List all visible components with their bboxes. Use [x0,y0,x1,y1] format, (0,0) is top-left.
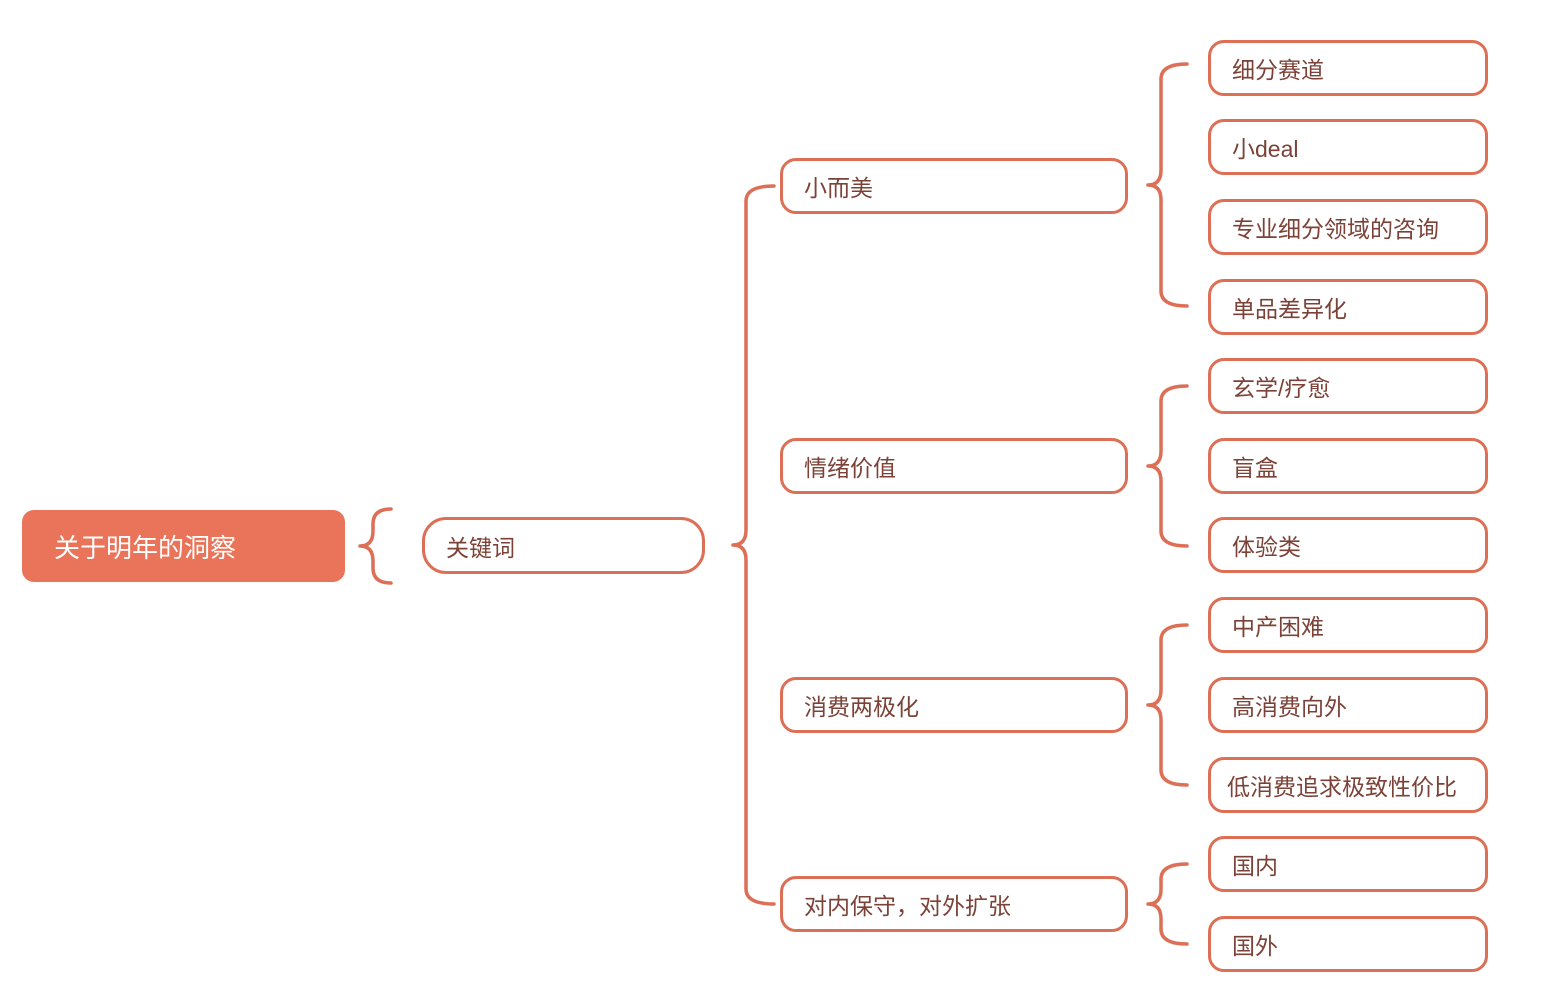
brace-connector-branch-1 [1146,62,1189,308]
leaf-node[interactable]: 细分赛道 [1208,40,1488,96]
leaf-node-label: 单品差异化 [1232,296,1347,322]
brace-connector-level1 [731,184,776,906]
leaf-node-label: 盲盒 [1232,455,1278,481]
leaf-node-label: 细分赛道 [1232,57,1324,83]
branch-node-label: 对内保守，对外扩张 [804,893,1011,919]
branch-node-label: 消费两极化 [804,694,919,720]
leaf-node[interactable]: 专业细分领域的咨询 [1208,199,1488,255]
branch-node-conservative-inside-expand-outside[interactable]: 对内保守，对外扩张 [780,876,1128,932]
brace-connector-branch-2 [1146,384,1189,548]
leaf-node-label: 高消费向外 [1232,694,1347,720]
leaf-node[interactable]: 国外 [1208,916,1488,972]
branch-node-label: 小而美 [804,175,873,201]
brace-connector-branch-4 [1146,862,1189,946]
leaf-node[interactable]: 单品差异化 [1208,279,1488,335]
leaf-node-label: 国外 [1232,933,1278,959]
branch-node-small-and-beautiful[interactable]: 小而美 [780,158,1128,214]
leaf-node[interactable]: 高消费向外 [1208,677,1488,733]
leaf-node[interactable]: 玄学/疗愈 [1208,358,1488,414]
leaf-node[interactable]: 小deal [1208,119,1488,175]
leaf-node-label: 专业细分领域的咨询 [1232,216,1439,242]
root-node[interactable]: 关于明年的洞察 [22,510,345,582]
leaf-node-label: 玄学/疗愈 [1232,375,1331,401]
leaf-node[interactable]: 盲盒 [1208,438,1488,494]
keyword-node[interactable]: 关键词 [422,517,705,574]
leaf-node-label: 小deal [1232,136,1299,162]
leaf-node[interactable]: 中产困难 [1208,597,1488,653]
leaf-node[interactable]: 低消费追求极致性价比 [1208,757,1488,813]
leaf-node-label: 国内 [1232,853,1278,879]
keyword-node-label: 关键词 [446,534,515,561]
leaf-node-label: 低消费追求极致性价比 [1227,774,1457,800]
branch-node-label: 情绪价值 [804,455,896,481]
branch-node-consumption-polarization[interactable]: 消费两极化 [780,677,1128,733]
leaf-node-label: 中产困难 [1232,614,1324,640]
root-node-label: 关于明年的洞察 [54,532,237,563]
brace-connector-root [358,507,393,585]
leaf-node-label: 体验类 [1232,534,1301,560]
leaf-node[interactable]: 国内 [1208,836,1488,892]
leaf-node[interactable]: 体验类 [1208,517,1488,573]
branch-node-emotional-value[interactable]: 情绪价值 [780,438,1128,494]
brace-connector-branch-3 [1146,623,1189,787]
